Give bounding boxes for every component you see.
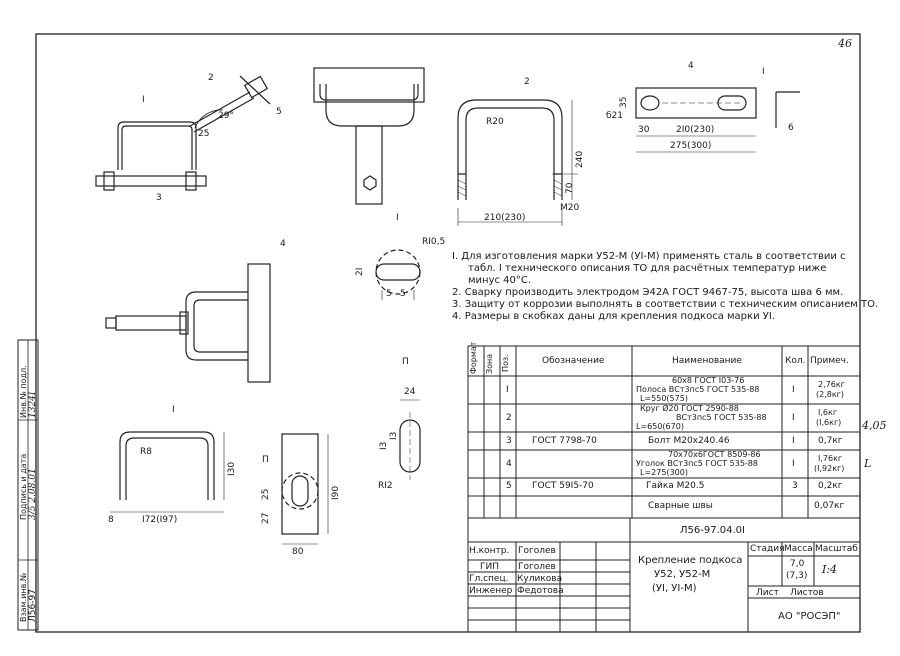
hole-radius: RI0,5 [422, 237, 446, 247]
note-line: минус 40°С. [468, 275, 532, 286]
note-line: I. Для изготовления марки У52-М (УI-М) п… [452, 251, 846, 262]
header-pos: Поз. [501, 354, 510, 372]
small-u-height: I30 [227, 461, 237, 476]
scale-label: Масштаб [815, 544, 858, 554]
organization: АО "РОСЭП" [778, 611, 841, 622]
stamp-field: Взам.инв.№ [19, 572, 28, 622]
angle-label: 29° [218, 111, 234, 121]
slot-radius: RI2 [378, 481, 393, 491]
header-qty: Кол. [785, 356, 806, 366]
hole-view-title: I [396, 213, 399, 223]
bracket-callout-4: 4 [280, 239, 286, 249]
u-bolt-width: 210(230) [484, 213, 526, 223]
u-bolt-radius: R20 [486, 117, 504, 127]
callout-5: 5 [276, 107, 282, 117]
note-line: 3. Защиту от коррозии выполнять в соотве… [452, 299, 879, 310]
strip-callout-4: 4 [688, 61, 694, 71]
plate-dim-27: 27 [261, 512, 271, 524]
role-label: ГИП [480, 562, 499, 572]
role-label: Инженер [469, 586, 513, 596]
header-name: Наименование [672, 356, 742, 366]
u-bolt-thread-length: 70 [565, 182, 575, 194]
stamp-value: 3/5 2.08.01 [28, 468, 38, 520]
stage-label: Стадия [750, 544, 785, 554]
callout-1: I [142, 95, 145, 105]
view-assembly-side [95, 75, 271, 191]
margin-mark: 4,05 [862, 419, 887, 432]
stamp-field: Подпись и дата [19, 453, 28, 520]
scale-value: I:4 [822, 563, 838, 576]
outer-frame [35, 33, 861, 633]
stamp-field: Инв.№ подл. [19, 365, 28, 418]
slot-dim-24: 24 [404, 387, 416, 397]
small-u-radius: R8 [140, 447, 152, 457]
view-plate [281, 399, 421, 545]
small-u-width: I72(I97) [142, 515, 178, 525]
hole-dim-21: 2I [355, 267, 365, 276]
header-zone: Зона [485, 353, 494, 374]
role-label: Гл.спец. [469, 574, 509, 584]
title-line: (УI, УI-М) [652, 583, 697, 594]
dim-25: 25 [198, 129, 210, 139]
header-designation: Обозначение [542, 356, 605, 366]
view-bracket [105, 263, 271, 383]
sheet-number: 46 [838, 37, 852, 50]
plate-dim-80: 80 [292, 547, 304, 557]
view-small-u-bolt [110, 431, 225, 513]
plate-dim-190: I90 [331, 485, 341, 500]
spec-table-grid [467, 345, 861, 519]
slot-dim-13b: I3 [389, 431, 399, 440]
mass-value-alt: (7,3) [786, 571, 808, 581]
mass-value: 7,0 [790, 559, 805, 569]
slot-dim-13a: I3 [379, 441, 389, 450]
small-u-dim-8: 8 [108, 515, 114, 525]
title-block-grid [467, 517, 861, 633]
title-line: У52, У52-М [654, 569, 711, 580]
u-bolt-thread: M20 [560, 203, 580, 213]
strip-dim-6: 6 [788, 123, 794, 133]
plate-dim-25: 25 [261, 488, 271, 500]
view-assembly-top [313, 67, 425, 205]
mass-label: Масса [784, 544, 813, 554]
plate-callout-p: П [262, 455, 269, 465]
title-line: Крепление подкоса [638, 555, 743, 566]
u-bolt-callout-2: 2 [524, 77, 530, 87]
stamp-value: Л56-97 [28, 589, 38, 622]
strip-dim-21: б21 [606, 111, 624, 121]
strip-dim-35: 35 [619, 96, 629, 108]
role-name: Куликова [517, 574, 563, 584]
slot-view-title: П [402, 357, 409, 367]
strip-dim-210: 2I0(230) [676, 125, 715, 135]
note-line: 2. Сварку производить электродом Э42А ГО… [452, 287, 844, 298]
hole-dim-5b: 5 [400, 289, 406, 299]
header-format: Формат [469, 341, 478, 374]
view-u-bolt [457, 99, 578, 226]
small-u-callout-1: I [172, 405, 175, 415]
callout-3: 3 [156, 193, 162, 203]
role-label: Н.контр. [469, 546, 510, 556]
role-name: Федотова [517, 586, 564, 596]
view-hole-detail [375, 249, 421, 300]
stamp-value: 1324I [28, 391, 38, 418]
drawing-code: Л56-97.04.0I [680, 525, 745, 536]
strip-dim-30: 30 [638, 125, 650, 135]
callout-2: 2 [208, 73, 214, 83]
role-name: Гоголев [518, 562, 556, 572]
u-bolt-height: 240 [575, 150, 585, 168]
note-line: 4. Размеры в скобках даны для крепления … [452, 311, 775, 322]
strip-dim-275: 275(300) [670, 141, 712, 151]
view-strip-plate [635, 87, 800, 153]
header-note: Примеч. [810, 356, 849, 366]
strip-callout-1: I [762, 67, 765, 77]
note-line: табл. I технического описания ТО для рас… [468, 263, 827, 274]
margin-mark: L [864, 457, 872, 470]
role-name: Гоголев [518, 546, 556, 556]
sheets-label: Листов [790, 588, 824, 598]
hole-dim-5a: 5 [386, 289, 392, 299]
sheet-label: Лист [756, 588, 779, 598]
